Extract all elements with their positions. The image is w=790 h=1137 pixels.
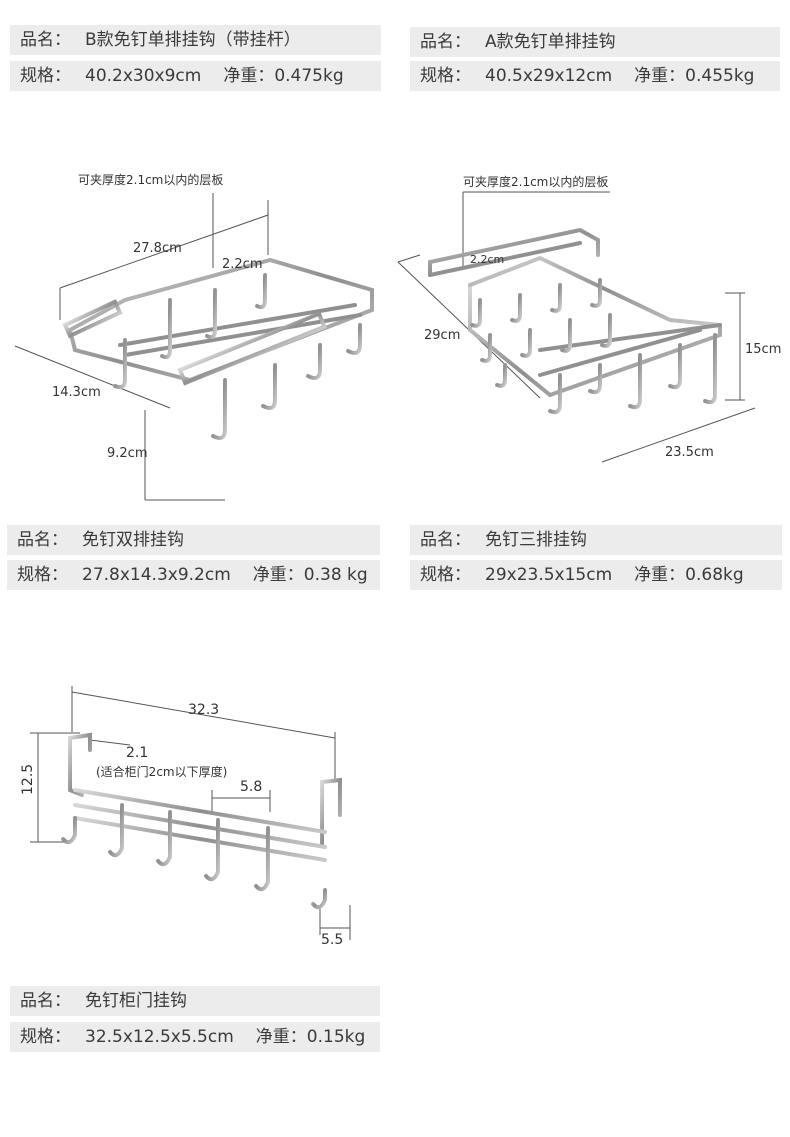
product-weight: 净重：0.38 kg [252, 565, 368, 585]
product-b-spec-bar: 规格： 40.2x30x9cm 净重：0.475kg [10, 61, 381, 91]
triple-width-dim-line [601, 407, 756, 463]
door-depth-label: 5.5 [321, 932, 343, 948]
product-weight: 净重：0.455kg [634, 66, 755, 86]
triple-height-label: 15cm [745, 342, 781, 357]
double-length-label: 27.8cm [133, 241, 182, 256]
door-hook-labels: 32.3 2.1 (适合柜门2cm以下厚度) 5.8 12.5 5.5 [20, 702, 343, 948]
name-label: 品名： [20, 991, 71, 1011]
product-weight: 净重：0.68kg [634, 565, 744, 585]
door-height-label: 12.5 [20, 764, 36, 795]
triple-row-hook-labels: 可夹厚度2.1cm以内的层板 2.2cm 29cm 15cm 23.5cm [424, 174, 781, 460]
product-spec: 40.2x30x9cm [85, 66, 202, 86]
product-spec: 40.5x29x12cm [485, 66, 613, 86]
product-triple-spec-bar: 规格： 29x23.5x15cm 净重：0.68kg [410, 560, 782, 590]
product-triple-name-bar: 品名： 免钉三排挂钩 [410, 525, 782, 555]
product-name: 免钉柜门挂钩 [85, 991, 187, 1011]
triple-depth-label: 29cm [424, 328, 460, 343]
double-row-hook-diagram [14, 193, 269, 501]
triple-gap-label: 2.2cm [470, 253, 504, 266]
double-note-label: 可夹厚度2.1cm以内的层板 [78, 172, 223, 187]
product-door-spec-bar: 规格： 32.5x12.5x5.5cm 净重：0.15kg [10, 1022, 380, 1052]
product-name: A款免钉单排挂钩 [485, 32, 616, 52]
door-length-dim-line [71, 691, 336, 739]
spec-label: 规格： [20, 66, 71, 86]
spec-label: 规格： [20, 1027, 71, 1047]
length-dim-line [59, 214, 269, 289]
depth-dim-line [14, 345, 171, 409]
door-spacing-label: 5.8 [240, 779, 262, 795]
product-name: 免钉双排挂钩 [82, 530, 184, 550]
product-weight: 净重：0.15kg [255, 1027, 366, 1047]
product-door-name-bar: 品名： 免钉柜门挂钩 [10, 986, 380, 1016]
name-label: 品名： [420, 32, 471, 52]
name-label: 品名： [17, 530, 68, 550]
product-spec: 27.8x14.3x9.2cm [82, 565, 231, 585]
door-note-label: (适合柜门2cm以下厚度) [96, 764, 227, 779]
double-height-label: 9.2cm [107, 446, 148, 461]
name-label: 品名： [420, 530, 471, 550]
product-name: 免钉三排挂钩 [485, 530, 587, 550]
product-double-spec-bar: 规格： 27.8x14.3x9.2cm 净重：0.38 kg [7, 560, 380, 590]
name-label: 品名： [20, 30, 71, 50]
triple-width-label: 23.5cm [665, 445, 714, 460]
double-depth-label: 14.3cm [52, 385, 101, 400]
spec-label: 规格： [17, 565, 68, 585]
door-hook-wire [61, 732, 342, 910]
product-a-name-bar: 品名： A款免钉单排挂钩 [410, 27, 780, 57]
triple-row-hook-wire [428, 227, 722, 415]
product-a-spec-bar: 规格： 40.5x29x12cm 净重：0.455kg [410, 61, 780, 91]
product-weight: 净重：0.475kg [223, 66, 344, 86]
product-spec: 29x23.5x15cm [485, 565, 613, 585]
triple-note-label: 可夹厚度2.1cm以内的层板 [463, 174, 608, 189]
door-thickness-label: 2.1 [126, 745, 148, 761]
product-b-name-bar: 品名： B款免钉单排挂钩（带挂杆） [10, 25, 381, 55]
door-thickness-leader [89, 739, 131, 746]
door-hook-diagram [30, 686, 351, 940]
double-row-hook-wire [62, 257, 374, 440]
product-double-name-bar: 品名： 免钉双排挂钩 [7, 525, 380, 555]
product-name: B款免钉单排挂钩（带挂杆） [85, 30, 301, 50]
spec-label: 规格： [420, 565, 471, 585]
product-spec: 32.5x12.5x5.5cm [85, 1027, 234, 1047]
double-gap-label: 2.2cm [222, 257, 263, 272]
double-row-hook-labels: 可夹厚度2.1cm以内的层板 27.8cm 2.2cm 14.3cm 9.2cm [52, 172, 263, 461]
door-length-label: 32.3 [188, 702, 219, 718]
spec-label: 规格： [420, 66, 471, 86]
